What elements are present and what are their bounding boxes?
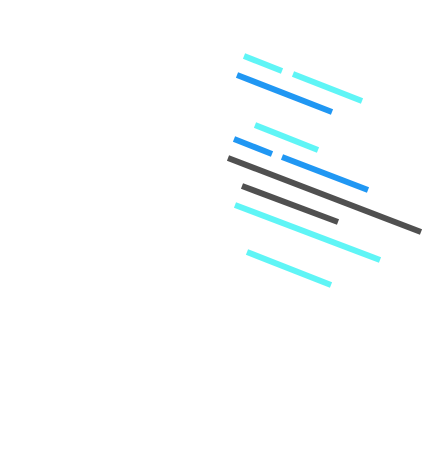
stroke-gray-6 — [226, 155, 423, 235]
stroke-blue-3 — [235, 72, 334, 115]
stroke-group — [226, 53, 423, 288]
stroke-cyan-1 — [242, 53, 284, 74]
stroke-cyan-2 — [291, 71, 364, 104]
stroke-blue-7 — [280, 154, 370, 193]
stroke-cyan-9 — [233, 202, 382, 263]
stroke-cyan-10 — [245, 249, 333, 288]
stroke-cyan-4 — [253, 122, 320, 153]
stroke-gray-8 — [240, 183, 340, 225]
stroke-blue-5 — [232, 136, 274, 157]
